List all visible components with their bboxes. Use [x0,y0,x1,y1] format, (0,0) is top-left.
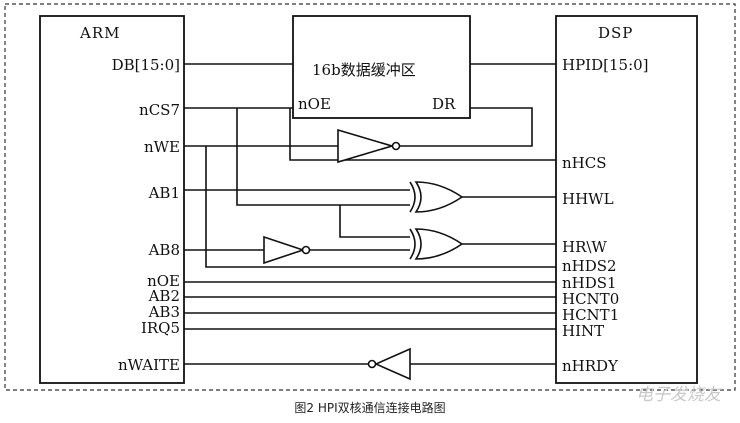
wire-to-hrw-gate [339,205,410,238]
dsp-pin-hpid: HPID[15:0] [562,56,649,74]
xor-gate-hrw [409,228,464,260]
dsp-pin-nhcs: nHCS [562,154,607,172]
wire-ncs7-to-hhwl-gate [236,108,410,206]
dsp-pin-hint: HINT [562,322,604,340]
arm-pin-ncs7: nCS7 [139,101,180,119]
arm-pin-noe: nOE [147,272,180,290]
inverter-gate-ab8 [263,235,311,265]
buffer-pin-noe: nOE [298,95,331,113]
arm-title: ARM [79,24,121,42]
dsp-block [555,15,698,384]
dsp-title: DSP [598,24,633,42]
watermark: 电子发烧友 [636,385,723,405]
dsp-pin-hcnt0: HCNT0 [562,290,619,308]
arm-block [39,15,185,384]
wire-nwe-to-nhds2 [205,146,556,268]
buffer-title: 16b数据缓冲区 [312,61,416,79]
arm-pin-nwaite: nWAITE [118,356,180,374]
dsp-pin-hrw: HR\W [562,238,607,256]
figure-caption: 图2 HPI双核通信连接电路图 [294,400,445,415]
arm-pin-db: DB[15:0] [112,56,180,74]
inverter-gate-dr [337,128,401,164]
wires [184,63,556,365]
arm-pin-irq5: IRQ5 [141,319,180,337]
arm-pin-ab8: AB8 [148,241,180,259]
buffer-pin-dr: DR [432,95,456,113]
wire-ncs7-to-nhcs [289,108,556,161]
dsp-pin-nhds2: nHDS2 [562,257,617,275]
arm-pin-ab3: AB3 [148,303,180,321]
wire-dr-to-inverter [399,107,533,147]
dsp-pin-nhds1: nHDS1 [562,274,617,292]
arm-pin-ab1: AB1 [148,184,180,202]
xor-gate-hhwl [409,181,464,213]
buffer-block [292,15,471,119]
dsp-pin-nhrdy: nHRDY [562,357,619,375]
inverter-gate-nhrdy [367,347,411,381]
arm-pin-nwe: nWE [144,138,180,156]
dsp-pin-hhwl: HHWL [562,190,614,208]
outer-dashed-frame [4,3,736,391]
dsp-pin-hcnt1: HCNT1 [562,306,619,324]
arm-pin-ab2: AB2 [148,287,180,305]
